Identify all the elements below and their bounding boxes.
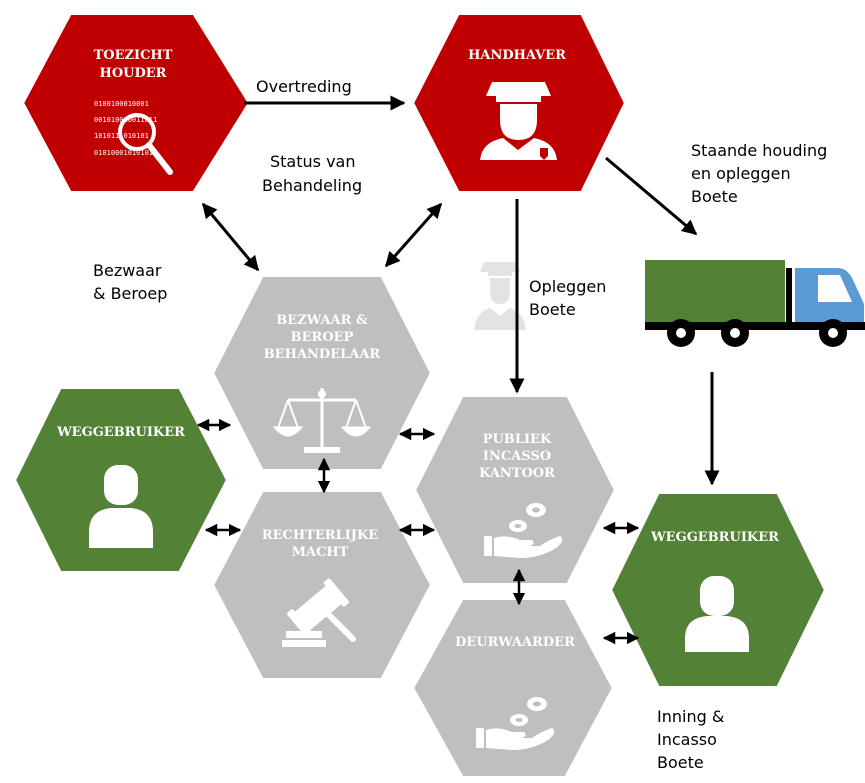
- label-inning-1: Inning &: [657, 707, 724, 726]
- faded-officer-icon: [474, 262, 526, 330]
- arrow-handhaver-bezwaar: [384, 202, 443, 268]
- gavel-icon: [282, 578, 356, 647]
- binary-line-1: 0100100010001: [94, 100, 149, 108]
- toezichthouder-title-2: HOUDER: [100, 66, 167, 81]
- toezichthouder-title-1: TOEZICHT: [94, 48, 173, 63]
- label-staande-1: Staande houding: [691, 141, 827, 160]
- handhaver-title: HANDHAVER: [468, 48, 566, 63]
- weggebruiker-right-title: WEGGEBRUIKER: [650, 530, 779, 545]
- label-opleggen-1: Opleggen: [529, 277, 606, 296]
- scales-icon: [272, 388, 372, 453]
- label-overtreding: Overtreding: [256, 77, 352, 96]
- rechterlijke-title-1: RECHTERLIJKE: [262, 528, 378, 543]
- truck-cargo: [645, 260, 785, 326]
- coins-hand-icon: [476, 697, 555, 750]
- label-status-1: Status van: [270, 152, 355, 171]
- label-status-2: Behandeling: [262, 176, 362, 195]
- arrows: [196, 95, 720, 645]
- publiek-hex: [411, 393, 619, 587]
- bezwaar-hex: [209, 273, 435, 473]
- police-officer-icon: [480, 82, 557, 160]
- bezwaar-title-2: BEROEP: [291, 330, 354, 345]
- binary-line-4: 01010001010101: [94, 149, 153, 157]
- arrow-toezicht-bezwaar: [201, 202, 260, 272]
- bezwaar-title-3: BEHANDELAAR: [264, 347, 381, 362]
- rechterlijke-hex: [209, 488, 435, 682]
- label-staande-3: Boete: [691, 187, 738, 206]
- person-icon: [89, 465, 153, 548]
- label-inning-2: Incasso: [657, 730, 717, 749]
- label-opleggen-2: Boete: [529, 300, 576, 319]
- deurwaarder-hex: [409, 596, 617, 780]
- label-bezwaar-2: & Beroep: [93, 284, 167, 303]
- publiek-title-3: KANTOOR: [479, 466, 555, 481]
- publiek-title-1: PUBLIEK: [483, 432, 552, 447]
- arrow-staande-houding: [605, 156, 698, 236]
- label-bezwaar-1: Bezwaar: [93, 261, 162, 280]
- publiek-title-2: INCASSO: [483, 449, 551, 464]
- coins-hand-icon: [484, 503, 563, 558]
- rechterlijke-title-2: MACHT: [292, 545, 349, 560]
- deurwaarder-title: DEURWAARDER: [455, 635, 575, 650]
- magnifier-binary-icon: 0100100010001 001010010011011 1010111010…: [94, 100, 173, 175]
- label-staande-2: en opleggen: [691, 164, 791, 183]
- weggebruiker-left-title: WEGGEBRUIKER: [56, 425, 185, 440]
- handhaver-hex: [409, 11, 629, 195]
- bezwaar-title-1: BEZWAAR &: [276, 313, 368, 328]
- toezichthouder-hex: [19, 11, 253, 195]
- truck-icon: [645, 260, 865, 347]
- person-icon: [685, 576, 749, 652]
- label-inning-3: Boete: [657, 753, 704, 772]
